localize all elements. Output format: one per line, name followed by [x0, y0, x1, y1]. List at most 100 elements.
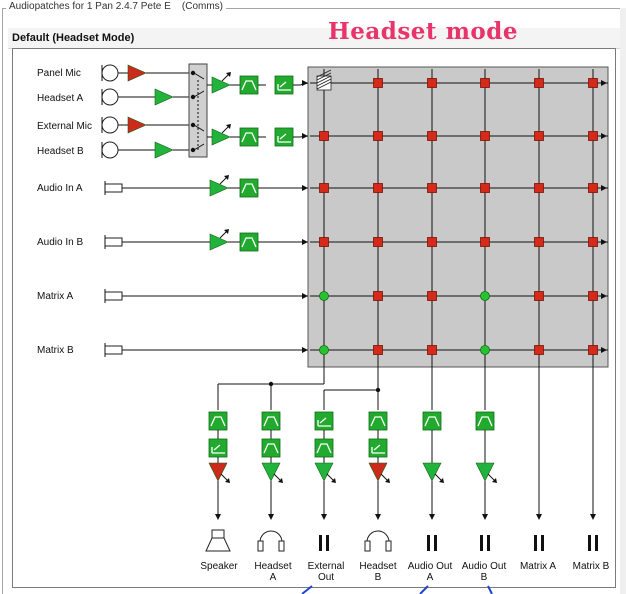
crosspoint-hatch [316, 72, 332, 81]
bandpass-icon [241, 183, 257, 194]
eq-icon [317, 417, 331, 427]
crosspoint-off[interactable] [480, 183, 490, 193]
headset-b-filter-1[interactable] [368, 411, 388, 431]
crosspoint-off[interactable] [427, 345, 437, 355]
output-label-matrix-b: Matrix B [572, 561, 610, 572]
crosspoint-on[interactable] [480, 291, 490, 301]
crosspoint-off[interactable] [588, 345, 598, 355]
audio-out-b-output-amp[interactable] [475, 462, 495, 482]
crosspoint-on[interactable] [319, 291, 329, 301]
crosspoint-off[interactable] [373, 345, 383, 355]
jack-output-icon [427, 535, 430, 551]
mic-bus-wire [299, 82, 309, 86]
crosspoint-off[interactable] [534, 78, 544, 88]
input-switch-block[interactable] [188, 63, 208, 158]
crosspoint-off[interactable] [480, 78, 490, 88]
panel-mic-preamp[interactable] [127, 64, 147, 82]
crosspoint-off[interactable] [534, 183, 544, 193]
crosspoint-off[interactable] [427, 78, 437, 88]
gain-arrow-icon [224, 175, 229, 180]
gain-arrow-icon [385, 478, 390, 483]
crosspoint-off[interactable] [427, 237, 437, 247]
headset-bus-bandpass-filter[interactable] [239, 127, 259, 147]
output-label-headset-a: Headset A [254, 561, 292, 583]
output-arrow-icon [536, 514, 542, 520]
headset-a-preamp[interactable] [154, 88, 174, 106]
crosspoint-on[interactable] [480, 345, 490, 355]
crosspoint-on[interactable] [319, 345, 329, 355]
crosspoint-off[interactable] [534, 291, 544, 301]
crosspoint-off[interactable] [480, 131, 490, 141]
bandpass-icon [263, 416, 279, 427]
crosspoint-off[interactable] [480, 237, 490, 247]
speaker-filter-1[interactable] [208, 411, 228, 431]
crosspoint-hatch [316, 81, 332, 90]
input-label-external-mic: External Mic [37, 121, 93, 132]
group-title: Audiopatches for 1 Pan 2.4.7 Pete E (Com… [6, 1, 226, 12]
crosspoint-off[interactable] [534, 345, 544, 355]
crosspoint-off[interactable] [588, 291, 598, 301]
crosspoint-off[interactable] [373, 237, 383, 247]
input-label-audio-in-a: Audio In A [37, 183, 83, 194]
external-mic-preamp[interactable] [127, 116, 147, 134]
crosspoint-off[interactable] [588, 183, 598, 193]
headset-bus-gain[interactable] [211, 128, 231, 146]
output-arrow-icon [482, 514, 488, 520]
annotation-stroke [487, 585, 493, 594]
gain-arrow-icon [331, 478, 336, 483]
audio-in-b-bandpass-filter[interactable] [239, 232, 259, 252]
crosspoint-off[interactable] [534, 131, 544, 141]
audio-out-b-filter-1[interactable] [475, 411, 495, 431]
speaker-output-amp[interactable] [208, 462, 228, 482]
headset-a-filter-2[interactable] [261, 438, 281, 458]
audio-in-b-gain[interactable] [209, 233, 229, 251]
output-label-matrix-a: Matrix A [519, 561, 557, 572]
crosspoint-off[interactable] [588, 131, 598, 141]
headset-a-output-amp[interactable] [261, 462, 281, 482]
row-end-arrow-icon [601, 293, 607, 299]
crosspoint-off[interactable] [373, 78, 383, 88]
mic-bus-gain[interactable] [211, 76, 231, 94]
crosspoint-off[interactable] [427, 131, 437, 141]
gain-arrow-icon [226, 124, 231, 129]
headset-b-mic-icon [101, 141, 119, 159]
audio-out-a-filter-1[interactable] [422, 411, 442, 431]
overlay-title: Headset mode [328, 18, 518, 45]
crosspoint-off[interactable] [373, 183, 383, 193]
matrix-b-in-jack-icon [104, 345, 123, 355]
mic-bus-bandpass-filter[interactable] [239, 75, 259, 95]
external-out-filter-2[interactable] [314, 438, 334, 458]
headset-a-mic-icon [101, 88, 119, 106]
bandpass-icon [241, 237, 257, 248]
crosspoint-off[interactable] [427, 291, 437, 301]
crosspoint-off[interactable] [319, 237, 329, 247]
headset-b-output-amp[interactable] [368, 462, 388, 482]
crosspoint-off[interactable] [319, 183, 329, 193]
audio-in-a-jack-icon [104, 183, 123, 193]
row-end-arrow-icon [601, 185, 607, 191]
crosspoint-off[interactable] [588, 78, 598, 88]
crosspoint-off[interactable] [373, 131, 383, 141]
headset-bus-wire [299, 135, 309, 138]
headphones-icon [278, 540, 285, 552]
external-out-output-amp[interactable] [314, 462, 334, 482]
audio-in-a-gain[interactable] [209, 179, 229, 197]
crosspoint-off[interactable] [373, 291, 383, 301]
audio-in-a-bandpass-filter[interactable] [239, 178, 259, 198]
headset-a-filter-1[interactable] [261, 411, 281, 431]
crosspoint-off[interactable] [319, 131, 329, 141]
crosspoint-hatch [316, 78, 332, 87]
crosspoint-off[interactable] [427, 183, 437, 193]
switch-lever [193, 124, 205, 132]
scrollbar[interactable] [620, 8, 626, 594]
headset-b-preamp[interactable] [154, 141, 174, 159]
bandpass-icon [424, 416, 440, 427]
bandpass-icon [210, 416, 226, 427]
gain-arrow-icon [225, 478, 230, 483]
crosspoint-off[interactable] [534, 237, 544, 247]
audio-out-a-output-amp[interactable] [422, 462, 442, 482]
bandpass-icon [477, 416, 493, 427]
headphones-icon [259, 530, 283, 550]
crosspoint-off[interactable] [588, 237, 598, 247]
